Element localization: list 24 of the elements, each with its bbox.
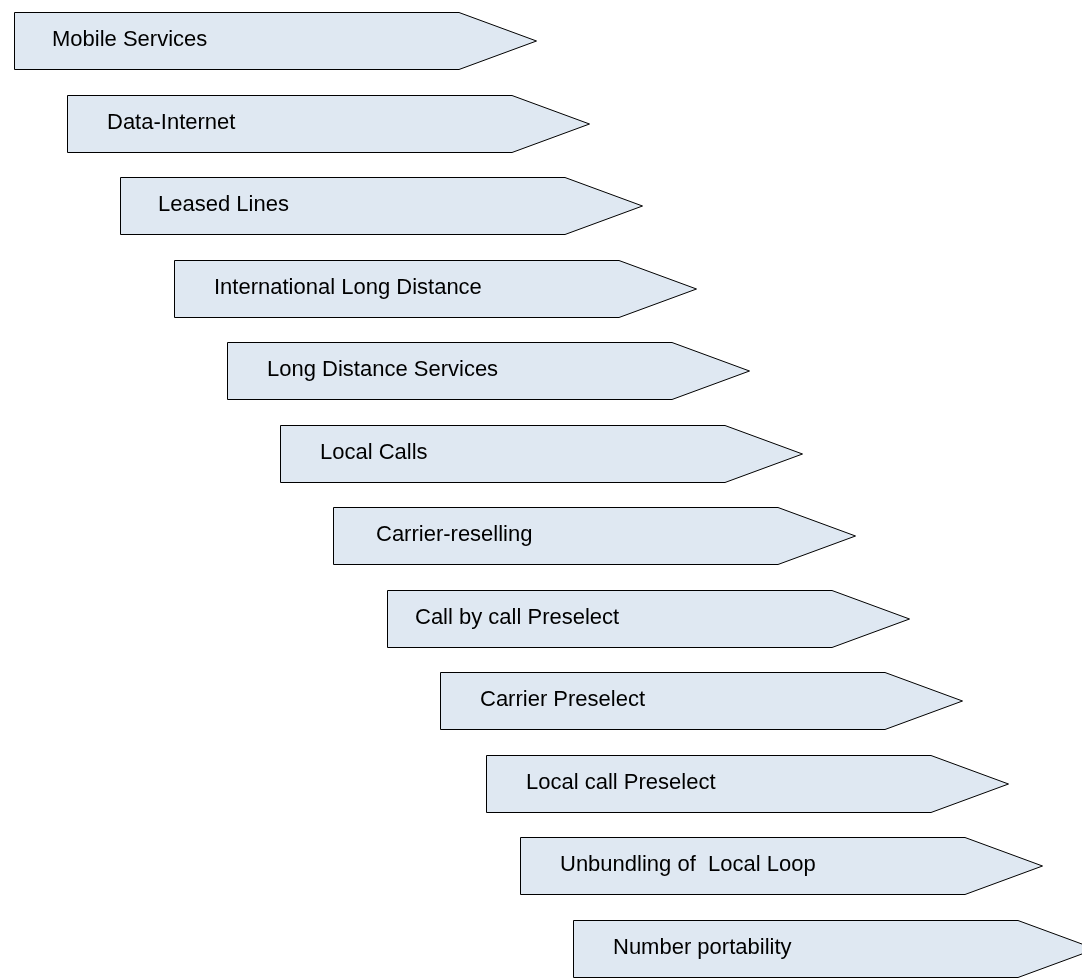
pentagon-arrow-shape xyxy=(120,177,643,235)
step-label: Mobile Services xyxy=(52,26,208,52)
pentagon-arrow-shape xyxy=(67,94,590,153)
step-label: Number portability xyxy=(613,933,792,960)
pentagon-arrow-shape xyxy=(333,507,856,565)
step-label: International Long Distance xyxy=(214,273,482,300)
step-label: Call by call Preselect xyxy=(415,603,620,630)
step-label: Long Distance Services xyxy=(267,356,499,382)
pentagon-arrow-shape xyxy=(440,672,963,730)
pentagon-arrow-shape xyxy=(520,837,1043,895)
step-label: Local call Preselect xyxy=(526,768,716,795)
pentagon-arrow-shape xyxy=(573,919,1082,978)
step-label: Carrier Preselect xyxy=(480,686,646,712)
step-label: Data-Internet xyxy=(107,108,236,135)
pentagon-arrow-shape xyxy=(227,342,750,400)
step-label: Unbundling of Local Loop xyxy=(560,851,816,877)
pentagon-arrow-shape xyxy=(486,754,1009,813)
pentagon-arrow-shape xyxy=(174,259,697,318)
step-label: Leased Lines xyxy=(158,191,289,217)
pentagon-arrow-shape xyxy=(280,424,803,483)
pentagon-arrow-shape xyxy=(14,12,537,70)
pentagon-arrow-shape xyxy=(387,589,910,648)
step-label: Carrier-reselling xyxy=(376,521,533,547)
step-label: Local Calls xyxy=(320,438,428,465)
